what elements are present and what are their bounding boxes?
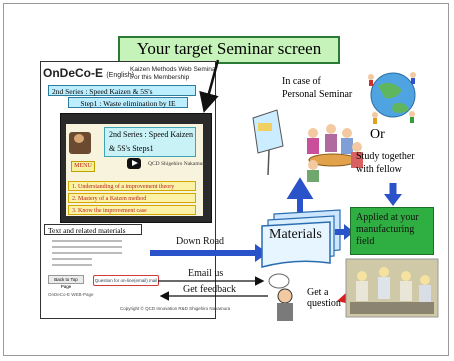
brand-tagline: Kaizen Methods Web Seminar For this Memb… bbox=[130, 66, 218, 81]
get-question-label: Get a question bbox=[307, 287, 341, 309]
copyright-text: Copyright © QCD Innovation R&D Shigehiro… bbox=[120, 306, 231, 311]
menu-item[interactable]: 1. Understanding of a improvement theory bbox=[68, 181, 196, 191]
menu-item[interactable]: 3. Know the improvement case bbox=[68, 205, 196, 215]
get-feedback-label: Get feedback bbox=[183, 284, 237, 295]
study-together-label: Study together with fellow bbox=[356, 151, 415, 175]
materials-heading: Text and related materials bbox=[44, 224, 142, 235]
or-label: Or bbox=[370, 127, 385, 142]
down-road-label: Down Road bbox=[176, 236, 225, 247]
material-link[interactable] bbox=[52, 258, 92, 260]
brand-name: OnDeCo-E (English) bbox=[43, 66, 134, 80]
material-link[interactable] bbox=[52, 264, 92, 266]
up-arrow bbox=[286, 177, 314, 212]
presenter-name: QCD Shigehiro Nakamura bbox=[148, 161, 207, 167]
applied-field-box: Applied at your manufacturing field bbox=[350, 207, 434, 255]
title-pointer-arrow bbox=[199, 59, 220, 113]
document-stack-icon bbox=[261, 209, 341, 268]
material-link[interactable] bbox=[52, 240, 122, 242]
email-us-label: Email us bbox=[188, 268, 224, 279]
diagram-frame bbox=[3, 3, 449, 356]
series-banner: 2nd Series : Speed Kaizen & 5S's bbox=[48, 85, 196, 96]
menu-item[interactable]: 2. Mastery of a Kaizen method bbox=[68, 193, 196, 203]
step-banner: Step1 : Waste elimination by IE bbox=[68, 97, 188, 108]
projector-screen-icon bbox=[252, 109, 284, 176]
personal-seminar-label: In case of Personal Seminar bbox=[282, 76, 353, 100]
material-link[interactable] bbox=[52, 252, 122, 254]
globe-people-icon bbox=[368, 72, 416, 124]
person-thinking-icon bbox=[268, 273, 293, 321]
play-icon[interactable] bbox=[127, 158, 141, 169]
menu-label: MENU bbox=[71, 161, 95, 172]
page-footer: OnDeCo-E WEB-Page bbox=[48, 292, 94, 297]
video-series-box: 2nd Series : Speed Kaizen & 5S's Steps1 bbox=[104, 127, 196, 157]
factory-workers-icon bbox=[345, 258, 439, 318]
presenter-head bbox=[74, 134, 84, 143]
diagram-title: Your target Seminar screen bbox=[118, 36, 340, 64]
materials-label: Materials bbox=[269, 227, 322, 242]
material-link[interactable] bbox=[52, 246, 122, 248]
people-meeting-icon bbox=[307, 124, 363, 182]
back-to-top-button[interactable]: Back to Top Page bbox=[48, 275, 84, 289]
